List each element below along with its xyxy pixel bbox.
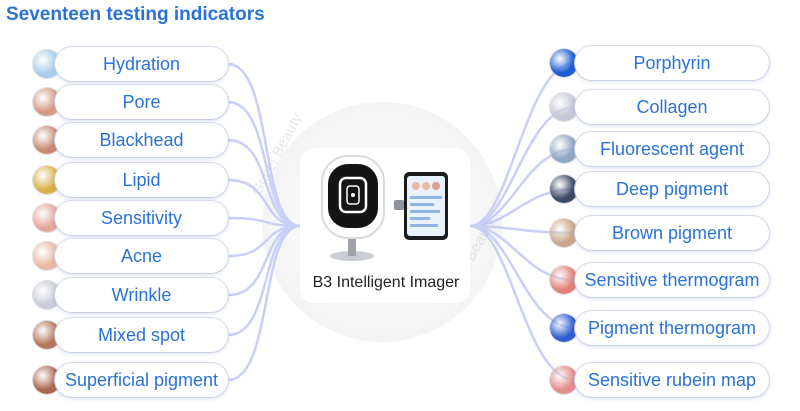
connector-line bbox=[227, 224, 301, 382]
collagen-skin-icon bbox=[550, 93, 578, 121]
indicator-sensitivity: Sensitivity bbox=[55, 201, 228, 235]
indicator-label: Wrinkle bbox=[111, 284, 172, 305]
indicator-label: Pigment thermogram bbox=[587, 317, 757, 338]
indicator-sensitive-thermogram: Sensitive thermogram bbox=[575, 263, 769, 297]
pigment-thermogram-skin-icon bbox=[550, 314, 578, 342]
indicator-mixed-spot: Mixed spot bbox=[55, 318, 228, 352]
indicator-acne: Acne bbox=[55, 239, 228, 273]
indicator-label: Acne bbox=[120, 245, 163, 266]
sensitive-rubein-map-skin-icon bbox=[550, 366, 578, 394]
connector-line bbox=[227, 178, 301, 228]
device-card bbox=[300, 148, 470, 303]
indicator-label: Deep pigment bbox=[615, 178, 729, 199]
indicator-label: Sensitivity bbox=[100, 207, 183, 228]
indicator-pore: Pore bbox=[55, 85, 228, 119]
indicator-label: Superficial pigment bbox=[64, 369, 219, 390]
indicator-label: Porphyrin bbox=[633, 52, 711, 73]
indicator-label: Lipid bbox=[122, 169, 161, 190]
imager-device-icon bbox=[321, 155, 448, 261]
indicator-label: Hydration bbox=[102, 53, 181, 74]
indicator-label: Mixed spot bbox=[97, 324, 186, 345]
indicator-collagen: Collagen bbox=[575, 90, 769, 124]
connector-line bbox=[227, 138, 301, 228]
indicator-lipid: Lipid bbox=[55, 163, 228, 197]
indicator-fluorescent-agent: Fluorescent agent bbox=[575, 132, 769, 166]
indicator-porphyrin: Porphyrin bbox=[575, 46, 769, 80]
indicator-hydration: Hydration bbox=[55, 47, 228, 81]
indicator-pigment-thermogram: Pigment thermogram bbox=[575, 311, 769, 345]
indicator-blackhead: Blackhead bbox=[55, 123, 228, 157]
indicator-superficial-pigment: Superficial pigment bbox=[55, 363, 228, 397]
indicator-brown-pigment: Brown pigment bbox=[575, 216, 769, 250]
sensitive-thermogram-skin-icon bbox=[550, 266, 578, 294]
indicator-label: Collagen bbox=[636, 96, 708, 117]
connector-line bbox=[469, 224, 576, 382]
fluorescent-agent-skin-icon bbox=[550, 135, 578, 163]
connector-line bbox=[469, 105, 576, 228]
indicator-sensitive-rubein-map: Sensitive rubein map bbox=[575, 363, 769, 397]
indicator-label: Brown pigment bbox=[611, 222, 733, 243]
indicator-label: Pore bbox=[122, 91, 161, 112]
indicator-wrinkle: Wrinkle bbox=[55, 278, 228, 312]
porphyrin-skin-icon bbox=[550, 49, 578, 77]
indicator-label: Blackhead bbox=[99, 129, 184, 150]
brown-pigment-skin-icon bbox=[550, 219, 578, 247]
connector-line bbox=[227, 100, 301, 228]
device-label: B3 Intelligent Imager bbox=[312, 274, 460, 291]
indicator-deep-pigment: Deep pigment bbox=[575, 172, 769, 206]
indicator-label: Sensitive thermogram bbox=[584, 269, 760, 290]
indicator-label: Sensitive rubein map bbox=[587, 369, 757, 390]
indicator-label: Fluorescent agent bbox=[599, 138, 745, 159]
deep-pigment-skin-icon bbox=[550, 175, 578, 203]
page-title: Seventeen testing indicators bbox=[6, 4, 265, 25]
